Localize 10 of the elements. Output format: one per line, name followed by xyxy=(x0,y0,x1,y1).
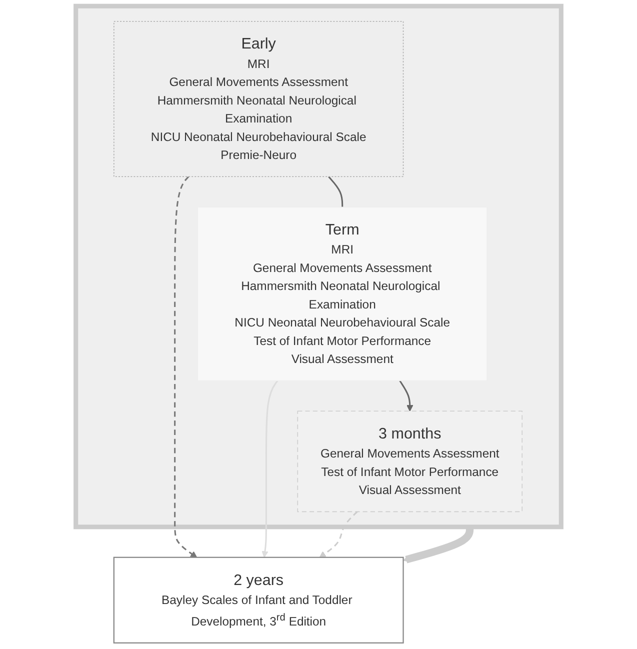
arrow xyxy=(319,511,358,558)
arrow xyxy=(262,380,278,558)
arrow xyxy=(174,176,198,558)
connector xyxy=(328,176,344,208)
node-box: Term MRI General Movements Assessment Hammersmith Neonatal Neurological Examination NICU Neonatal Neurobehavioural Scale Test of Infant Motor Performance Visual Assessment xyxy=(197,206,488,382)
node-box: Early MRI General Movements Assessment Hammersmith Neonatal Neurological Examination NICU Neonatal Neurobehavioural Scale Premie-Neuro xyxy=(114,20,404,178)
arrow xyxy=(399,380,414,412)
cluster xyxy=(74,4,564,530)
node-box: 3 months General Movements Assessment Test of Infant Motor Performance Visual Assessment xyxy=(297,410,522,512)
node-box: 2 years Bayley Scales of Infant and Toddler Development, 3$^{rd}$ Edition xyxy=(113,556,404,644)
